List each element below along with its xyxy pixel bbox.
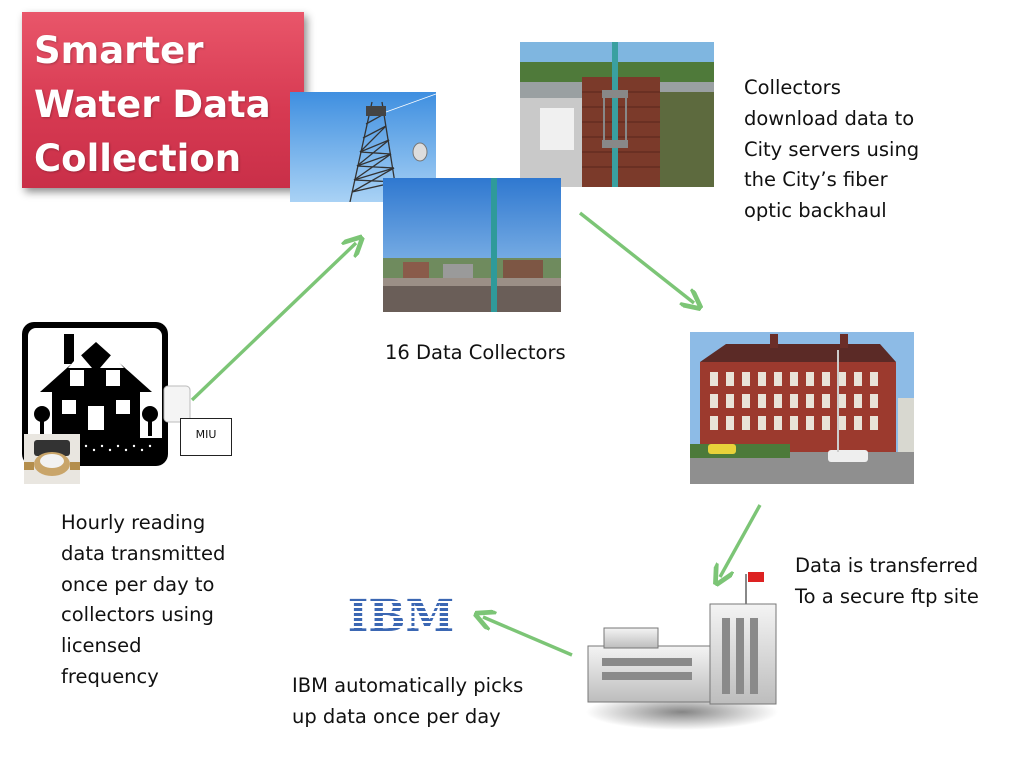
caption-collectors-download: Collectors download data to City servers…	[744, 76, 920, 223]
ibm-logo-text: IBM	[348, 591, 454, 638]
ibm-logo: IBM	[345, 588, 457, 642]
arrow-city-to-ftp	[720, 504, 762, 577]
title-line-3: Collection	[34, 137, 242, 180]
title-line-2: Water Data	[34, 83, 271, 126]
miu-label: MIU	[180, 418, 232, 456]
caption-data-transferred: Data is transferred To a secure ftp site	[795, 554, 979, 608]
title-box: Smarter Water Data Collection	[22, 12, 304, 188]
caption-ibm-picks-up: IBM automatically picks up data once per…	[292, 674, 524, 728]
rooftop-collector-photo	[383, 178, 561, 312]
ftp-building-icon	[582, 566, 782, 732]
city-hall-photo	[690, 332, 914, 484]
miu-device-icon	[162, 384, 192, 424]
title-line-1: Smarter	[34, 29, 204, 72]
caption-hourly-reading: Hourly reading data transmitted once per…	[61, 511, 226, 688]
arrow-collectors-to-city	[578, 211, 694, 303]
arrow-meter-to-collectors	[190, 243, 356, 402]
water-meter-icon	[24, 434, 80, 484]
arrow-ftp-to-ibm	[483, 617, 573, 657]
caption-data-collectors: 16 Data Collectors	[385, 341, 566, 364]
chimney-collector-photo	[520, 42, 714, 187]
